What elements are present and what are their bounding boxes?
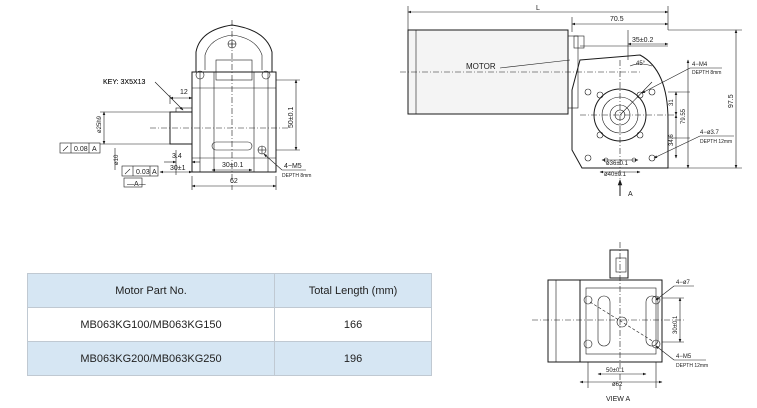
right-view: L 70.5 35±0.2 MOTOR 45° [400,5,742,198]
svg-text:A: A [92,146,97,153]
svg-text:62: 62 [230,178,238,185]
svg-text:4−ø3.7: 4−ø3.7 [700,130,720,136]
svg-text:30±0.1: 30±0.1 [673,315,679,334]
svg-text:35±0.2: 35±0.2 [632,37,653,44]
svg-text:4−M5: 4−M5 [284,163,302,170]
svg-text:A: A [628,191,633,198]
svg-text:30±1: 30±1 [170,165,186,172]
svg-text:A: A [152,169,157,176]
svg-text:30±0.1: 30±0.1 [222,162,243,169]
header-total-length: Total Length (mm) [274,273,432,308]
view-a: 4−ø7 30±0.1 4−M5 DEPTH 12mm 50±0.1 ø62 V… [532,242,708,403]
motor-spec-table: Motor Part No. Total Length (mm) MB063KG… [26,273,432,376]
svg-text:DEPTH 8mm: DEPTH 8mm [282,173,311,179]
svg-text:VIEW A: VIEW A [606,396,630,403]
svg-text:4−M4: 4−M4 [692,62,708,68]
table-row: MB063KG100/MB063KG150 166 [26,307,432,342]
svg-text:ø62: ø62 [612,382,623,388]
header-part-no: Motor Part No. [26,273,276,308]
svg-text:—A—: —A— [127,181,146,188]
svg-text:ø25h9: ø25h9 [97,115,103,133]
svg-text:ø36±0.1: ø36±0.1 [606,161,629,167]
length-cell: 196 [274,341,432,376]
length-cell: 166 [274,307,432,342]
svg-text:0.03: 0.03 [136,169,150,176]
svg-text:45°: 45° [636,61,646,67]
svg-text:34.6: 34.6 [669,134,675,146]
svg-text:70.5: 70.5 [610,16,624,23]
svg-text:4−M5: 4−M5 [676,354,692,360]
svg-text:ø40±0.1: ø40±0.1 [604,172,627,178]
svg-text:KEY: 3X5X13: KEY: 3X5X13 [103,79,146,86]
svg-text:DEPTH 12mm: DEPTH 12mm [700,139,732,145]
table-row: MB063KG200/MB063KG250 196 [26,341,432,376]
left-view: 12 KEY: 3X5X13 ø25h9 0.08 A ø10 3.4 30±1… [59,20,311,190]
part-cell: MB063KG100/MB063KG150 [26,307,276,342]
svg-text:12: 12 [180,89,188,96]
motor-label: MOTOR [466,62,496,71]
svg-text:L: L [536,5,540,12]
svg-text:DEPTH 12mm: DEPTH 12mm [676,363,708,369]
svg-text:0.08: 0.08 [74,146,88,153]
part-cell: MB063KG200/MB063KG250 [26,341,276,376]
svg-text:97.5: 97.5 [728,94,735,108]
svg-text:4−ø7: 4−ø7 [676,280,691,286]
svg-text:31: 31 [669,99,675,106]
svg-text:50±0.1: 50±0.1 [288,107,295,128]
svg-text:DEPTH 8mm: DEPTH 8mm [692,70,721,76]
svg-text:ø10: ø10 [114,154,120,165]
svg-text:3.4: 3.4 [172,153,182,160]
svg-text:79.55: 79.55 [681,108,687,124]
svg-text:50±0.1: 50±0.1 [606,368,625,374]
